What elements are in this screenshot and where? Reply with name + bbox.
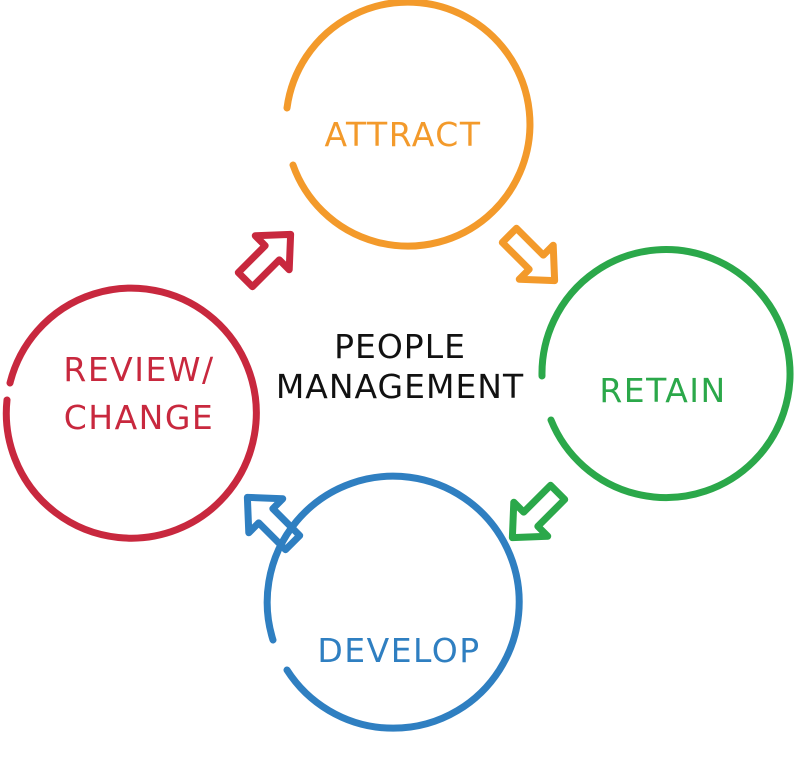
arrow-up-right-icon xyxy=(234,230,295,291)
retain-label: RETAIN xyxy=(599,371,726,410)
arrow-retain-to-develop xyxy=(508,481,569,542)
retain-ring xyxy=(538,246,794,502)
stage-attract: ATTRACT xyxy=(283,0,534,250)
develop-ring xyxy=(263,472,523,732)
review-label-line2: CHANGE xyxy=(64,398,215,437)
arrow-left-up-icon xyxy=(243,493,304,554)
stage-develop: DEVELOP xyxy=(263,472,523,732)
center-title-line1: PEOPLE xyxy=(334,327,466,366)
center-title-line2: MANAGEMENT xyxy=(276,367,524,406)
arrow-develop-to-review xyxy=(243,493,304,554)
attract-ring xyxy=(283,0,534,250)
stage-retain: RETAIN xyxy=(538,246,794,502)
arrow-down-left-icon xyxy=(508,481,569,542)
attract-label: ATTRACT xyxy=(324,115,481,154)
arrow-attract-to-retain xyxy=(498,224,559,285)
develop-label: DEVELOP xyxy=(317,631,480,670)
stage-review-change: REVIEW/ CHANGE xyxy=(2,284,260,542)
review-change-ring xyxy=(2,284,260,542)
arrow-right-down-icon xyxy=(498,224,559,285)
review-label-line1: REVIEW/ xyxy=(63,350,214,389)
arrow-review-to-attract xyxy=(234,230,295,291)
center-title: PEOPLE MANAGEMENT xyxy=(276,327,524,406)
